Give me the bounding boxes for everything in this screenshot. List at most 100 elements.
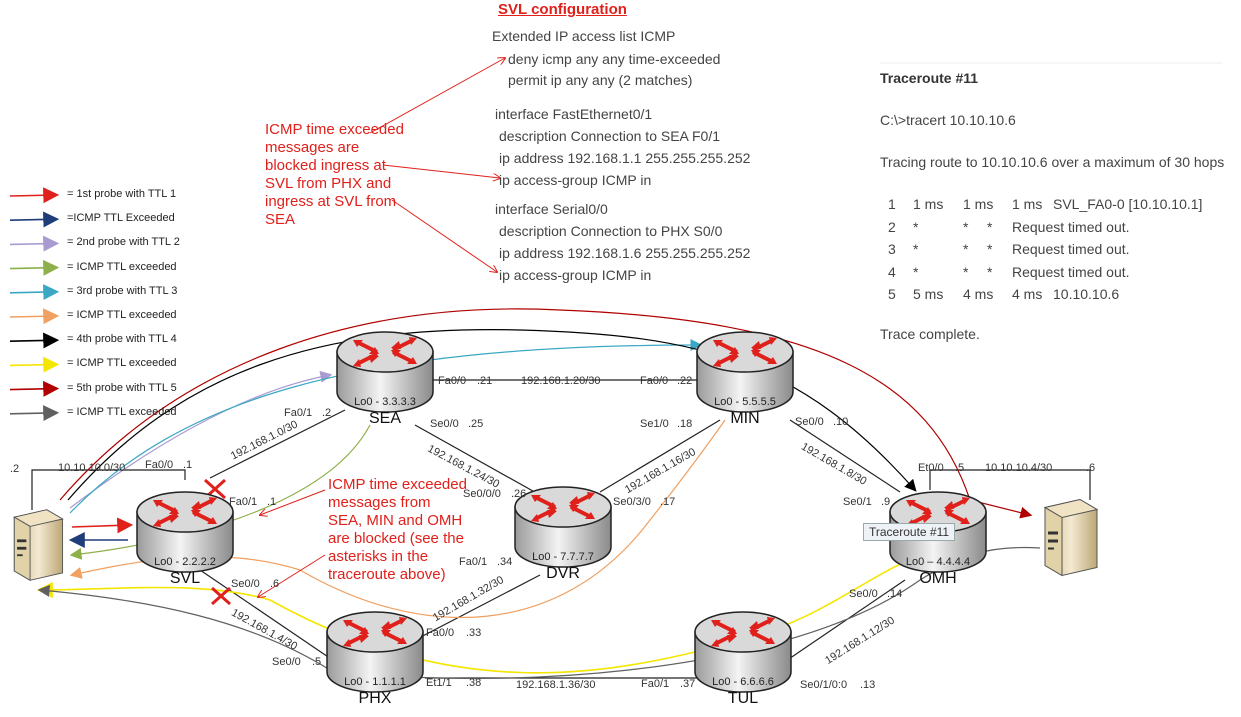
legend: = 1st probe with TTL 1 =ICMP TTL Exceeded… xyxy=(5,187,205,418)
ip-label: .6 xyxy=(1086,462,1096,474)
ip-label: .33 xyxy=(466,627,482,639)
ingress-block-note: ICMP time exceeded messages are blocked … xyxy=(265,121,404,228)
if-label: Fa0/0 xyxy=(640,375,669,387)
hop-n: 1 xyxy=(888,196,896,212)
if-label: Fa0/0 xyxy=(145,459,174,471)
if-label: Se0/0 xyxy=(430,418,459,430)
asterisk-block-note: ICMP time exceeded messages from SEA, MI… xyxy=(328,476,467,583)
router-tul-loopback: Lo0 - 6.6.6.6 xyxy=(712,676,774,688)
legend-item: = ICMP TTL exceeded xyxy=(5,260,205,278)
legend-arrows xyxy=(9,187,60,422)
router-min-loopback: Lo0 - 5.5.5.5 xyxy=(714,396,776,408)
legend-arrow xyxy=(9,356,60,373)
legend-label: = 3rd probe with TTL 3 xyxy=(67,284,178,297)
hop-t1: * xyxy=(913,218,919,235)
traceroute-tooltip: Traceroute #11 xyxy=(863,523,956,541)
cfg-line: ip access-group ICMP in xyxy=(499,172,652,188)
ip-label: .37 xyxy=(680,678,696,690)
hop-t3: * xyxy=(987,241,993,257)
legend-label: = 1st probe with TTL 1 xyxy=(67,188,177,200)
if-label: Fa0/0 xyxy=(438,375,467,387)
if-label: Fa0/1 xyxy=(641,678,670,690)
hop-dest: SVL_FA0-0 [10.10.10.1] xyxy=(1053,196,1203,212)
hop-t1: * xyxy=(913,263,919,280)
hop-n: 4 xyxy=(888,263,896,280)
host-right-icon xyxy=(1044,498,1098,577)
hop-t1: * xyxy=(913,241,919,257)
legend-item: = ICMP TTL exceeded xyxy=(5,405,205,423)
host-left-icon xyxy=(13,509,64,581)
hop-t2: * xyxy=(963,263,969,280)
net-label: 10.10.10.4/30 xyxy=(985,462,1053,474)
ip-label: .25 xyxy=(468,418,484,430)
ip-label: .1 xyxy=(183,459,193,471)
hop-t2: 1 ms xyxy=(963,196,994,212)
router-min-name: MIN xyxy=(730,410,760,427)
if-label: Et0/0 xyxy=(918,462,944,474)
if-label: Se0/3/0 xyxy=(613,496,651,508)
ip-label: .13 xyxy=(860,679,876,691)
if-label: Et1/1 xyxy=(426,677,452,689)
cfg-line: ip access-group ICMP in xyxy=(499,267,652,283)
if-label: Se0/1 xyxy=(843,496,872,508)
hop-t2: * xyxy=(963,218,969,235)
ip-label: .38 xyxy=(466,677,482,689)
if-label: Se0/1/0:0 xyxy=(800,679,848,691)
router-svl-name: SVL xyxy=(169,570,201,587)
ip-label: .34 xyxy=(497,556,513,568)
if-label: Se0/0 xyxy=(231,578,260,590)
hop-n: 5 xyxy=(888,286,896,302)
hop-t2: * xyxy=(963,241,969,257)
ip-label: .18 xyxy=(677,418,693,430)
legend-arrow xyxy=(9,308,60,325)
traceroute-title: Traceroute #11 xyxy=(880,70,979,86)
legend-item: = ICMP TTL exceeded xyxy=(5,356,205,374)
net-label: 10.10.10.0/30 xyxy=(58,462,126,474)
ip-label: .22 xyxy=(677,375,693,387)
cfg-line: interface FastEthernet0/1 xyxy=(495,106,653,122)
legend-arrow xyxy=(9,211,60,228)
if-label: Fa0/1 xyxy=(284,407,313,419)
hop-dest: Request timed out. xyxy=(1012,263,1130,280)
if-label: Se0/0 xyxy=(795,416,824,428)
ip-label: .21 xyxy=(477,375,493,387)
ip-label: .6 xyxy=(270,578,280,590)
hop-t1: 1 ms xyxy=(913,196,944,212)
hop-t3: 4 ms xyxy=(1012,286,1043,302)
if-label: Se0/0 xyxy=(849,588,878,600)
legend-label: = ICMP TTL exceeded xyxy=(67,357,177,370)
net-label: 192.168.1.20/30 xyxy=(521,375,601,387)
legend-arrow xyxy=(9,405,60,422)
if-label: Fa0/0 xyxy=(426,627,455,639)
legend-label: = 5th probe with TTL 5 xyxy=(67,381,177,394)
ip-label: .26 xyxy=(511,488,527,500)
hop-t3: 1 ms xyxy=(1012,196,1043,212)
legend-label: = 4th probe with TTL 4 xyxy=(67,333,177,346)
hop-n: 2 xyxy=(888,218,896,235)
hop-dest: Request timed out. xyxy=(1012,241,1130,257)
hop-t1: 5 ms xyxy=(913,286,944,302)
router-sea-name: SEA xyxy=(368,410,401,427)
legend-arrow xyxy=(9,187,60,204)
legend-label: =ICMP TTL Exceeded xyxy=(67,212,175,225)
ip-label: .5 xyxy=(312,656,322,668)
ip-label: .14 xyxy=(887,588,903,600)
router-dvr-loopback: Lo0 - 7.7.7.7 xyxy=(532,551,594,563)
hop-n: 3 xyxy=(888,241,896,257)
traceroute-complete: Trace complete. xyxy=(880,326,980,342)
ip-label: .9 xyxy=(881,496,891,508)
ip-label: .5 xyxy=(955,462,965,474)
router-tul-name: TUL xyxy=(727,690,759,707)
ip-label: .2 xyxy=(10,463,20,475)
svl-config-title: SVL configuration xyxy=(498,1,627,18)
cfg-line: permit ip any any (2 matches) xyxy=(508,72,693,88)
router-svl-loopback: Lo0 - 2.2.2.2 xyxy=(154,556,216,568)
hop-t2: 4 ms xyxy=(963,286,994,302)
router-sea-loopback: Lo0 - 3.3.3.3 xyxy=(354,396,416,408)
traceroute-tracing: Tracing route to 10.10.10.6 over a maxim… xyxy=(880,154,1225,170)
cfg-line: ip address 192.168.1.1 255.255.255.252 xyxy=(499,150,751,166)
cfg-line: deny icmp any any time-exceeded xyxy=(508,51,721,67)
legend-label: = ICMP TTL exceeded xyxy=(67,260,177,273)
legend-item: = 4th probe with TTL 4 xyxy=(5,332,205,350)
